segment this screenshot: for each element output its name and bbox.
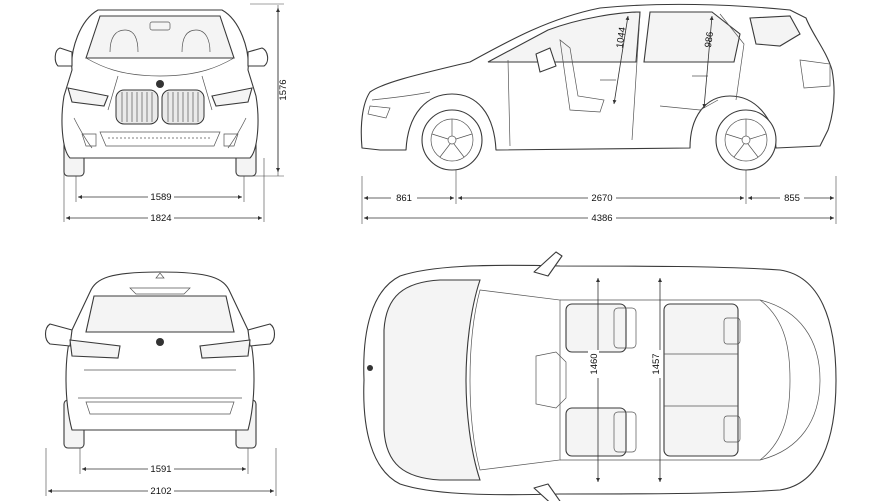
height-label: 1576 [278,79,289,100]
top-left-mirror [533,251,563,277]
quarter-window [749,15,801,47]
rear-overhang-label: 855 [784,193,800,204]
rear-window [85,295,235,333]
front-left-seat [565,303,627,353]
bmw-roundel-icon [156,80,164,88]
vehicle-width-label: 1824 [150,213,171,224]
front-right-mirror [247,47,269,67]
headroom-rear-label: 986 [703,31,716,48]
front-track-label: 1589 [150,192,171,203]
side-view [360,3,835,171]
front-windshield [85,15,235,59]
length-label: 4386 [591,213,612,224]
rear-right-taillight [199,339,251,359]
front-dimensions: 1576 1589 1824 [63,3,289,224]
front-right-headlight [211,87,253,107]
front-left-mirror [54,47,73,67]
rear-side-window [643,11,741,63]
rear-bmw-roundel-icon [156,338,164,346]
rear-view [44,271,276,449]
front-view [54,9,269,177]
wheelbase-label: 2670 [591,193,612,204]
width-with-mirrors-label: 2102 [150,486,171,497]
shoulder-width-front-label: 1460 [589,353,600,374]
front-overhang-label: 861 [396,193,412,204]
front-right-seat [565,407,627,457]
front-left-headlight [67,87,109,107]
top-dimensions: 1460 1457 [588,278,662,482]
rear-bench [663,303,739,457]
headroom-front-label: 1044 [615,26,629,48]
side-mirror [535,47,557,73]
top-bonnet [383,279,481,481]
rear-left-mirror [44,323,73,347]
rear-right-mirror [247,323,276,347]
top-view [363,251,837,501]
shoulder-width-rear-label: 1457 [651,353,662,374]
rear-left-taillight [69,339,121,359]
top-right-mirror [533,483,561,501]
front-side-window [487,11,641,63]
rear-track-label: 1591 [150,464,171,475]
top-bmw-roundel-icon [367,365,373,371]
rear-dimensions: 1591 2102 [45,448,277,497]
side-dimensions: 861 2670 855 4386 1044 986 [361,15,837,224]
